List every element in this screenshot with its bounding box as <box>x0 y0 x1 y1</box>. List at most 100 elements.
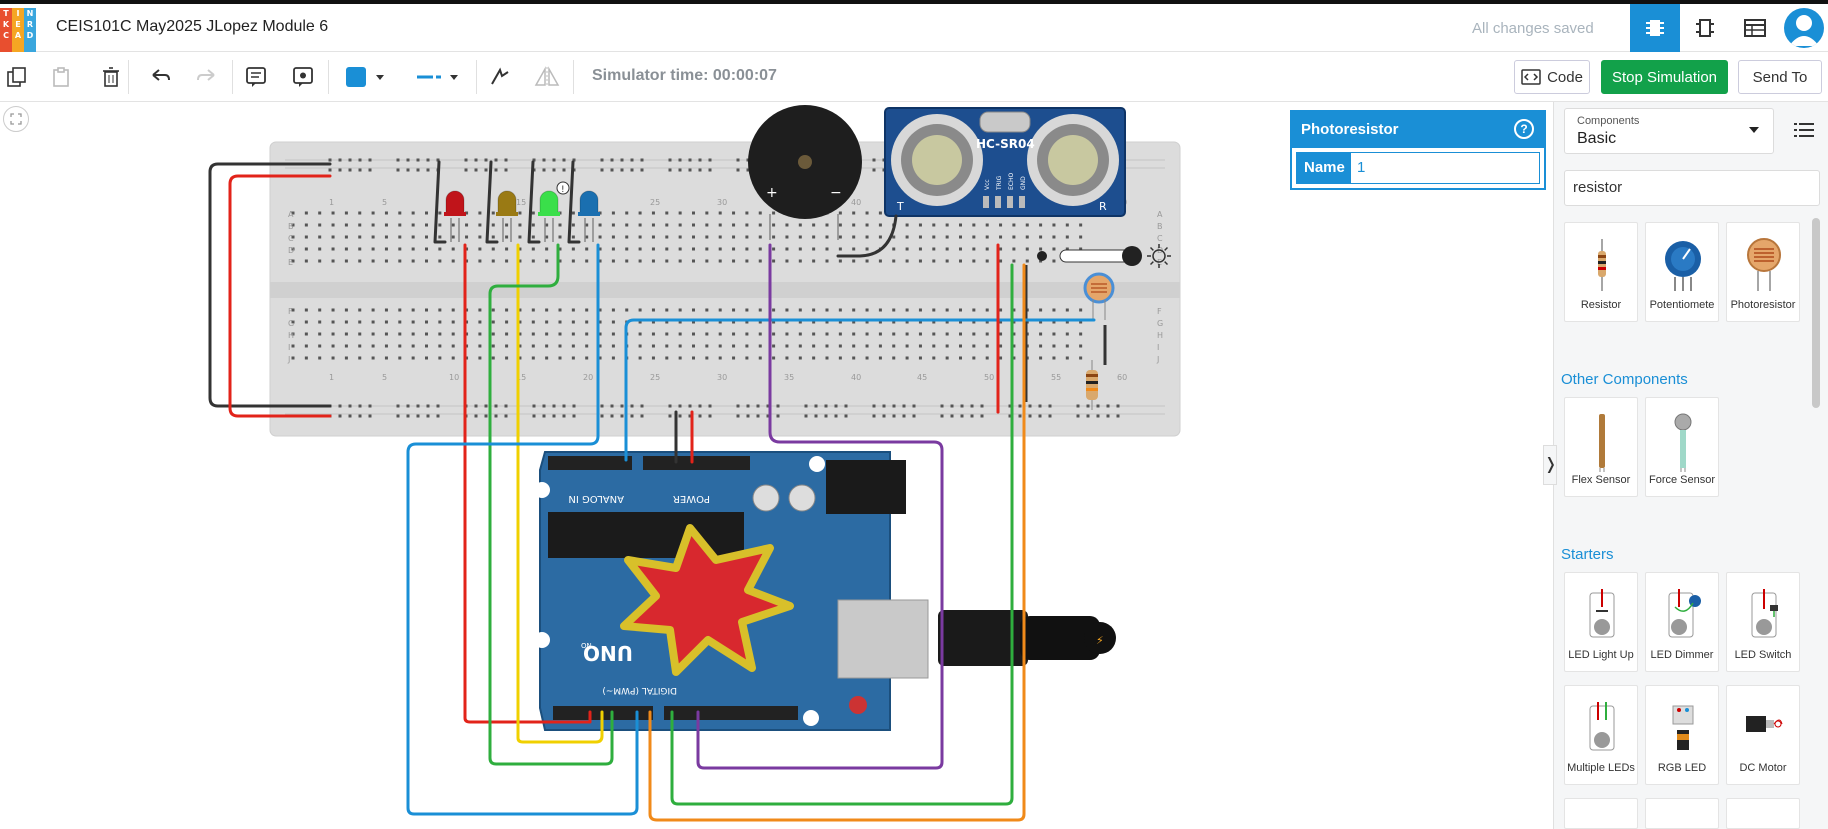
fit-view-icon <box>10 113 22 125</box>
led-light-up-icon <box>1589 589 1615 638</box>
column-number: 10 <box>449 373 459 382</box>
led-switch-icon <box>1751 589 1778 638</box>
table-icon <box>1744 19 1766 37</box>
column-number: 1 <box>329 198 334 207</box>
row-letter: H <box>288 331 294 340</box>
starter-tile-dc-motor[interactable]: DC Motor <box>1726 685 1800 785</box>
wire-style-picker[interactable] <box>404 60 470 94</box>
light-slider-start <box>1037 251 1047 261</box>
component-tile-flex-sensor[interactable]: Flex Sensor <box>1564 397 1638 497</box>
row-letter: A <box>1157 210 1163 219</box>
name-input[interactable]: 1 <box>1350 152 1540 184</box>
tile-label: Flex Sensor <box>1571 474 1631 486</box>
component-tile-force-sensor[interactable]: Force Sensor <box>1645 397 1719 497</box>
eye-note-icon <box>293 67 313 87</box>
fill-color-picker[interactable] <box>338 60 392 94</box>
note-icon <box>246 67 266 87</box>
starter-tile-multiple-leds[interactable]: Multiple LEDs <box>1564 685 1638 785</box>
category-value: Basic <box>1577 130 1617 147</box>
starter-tile-partial[interactable] <box>1726 798 1800 829</box>
starter-tile-led-dimmer[interactable]: LED Dimmer <box>1645 572 1719 672</box>
component-tile-potentiometer[interactable]: Potentiomete <box>1645 222 1719 322</box>
column-number: 15 <box>516 198 526 207</box>
column-number: 55 <box>1051 373 1061 382</box>
transducer-core <box>1048 135 1098 185</box>
component-tile-resistor[interactable]: Resistor <box>1564 222 1638 322</box>
delete-button[interactable] <box>94 60 128 94</box>
usb-port <box>837 599 929 679</box>
wire-orange-echo <box>648 263 1026 822</box>
logo-cell: D <box>24 30 36 41</box>
wire-red-rail <box>228 174 332 418</box>
wire-red-led <box>463 243 592 724</box>
starter-tile-partial[interactable] <box>1564 798 1638 829</box>
starter-tile-led-switch[interactable]: LED Switch <box>1726 572 1800 672</box>
component-list-button[interactable] <box>1730 4 1780 52</box>
column-number: 45 <box>917 373 927 382</box>
list-view-button[interactable] <box>1792 118 1816 142</box>
tile-label: Resistor <box>1580 299 1622 311</box>
notes-visibility-button[interactable] <box>286 60 320 94</box>
help-icon[interactable]: ? <box>1514 119 1534 139</box>
tile-label: RGB LED <box>1657 762 1707 774</box>
copy-button[interactable] <box>0 60 34 94</box>
column-number: 25 <box>650 198 660 207</box>
list-icon <box>1794 123 1814 137</box>
row-letter: J <box>1156 355 1159 364</box>
sensor-corner: T <box>896 200 904 213</box>
power-label: POWER <box>673 493 710 504</box>
save-status: All changes saved <box>1472 20 1594 37</box>
circuit-view-button[interactable] <box>1630 4 1680 52</box>
resistor-band <box>1086 381 1098 384</box>
power-header <box>643 456 750 470</box>
on-label: ON <box>581 642 592 650</box>
row-letter: E <box>288 258 293 267</box>
led-base <box>538 212 560 216</box>
other-components-heading: Other Components <box>1561 371 1688 388</box>
wire-led-ground <box>433 160 447 244</box>
component-tile-photoresistor[interactable]: Photoresistor <box>1726 222 1800 322</box>
led-info-icon <box>556 181 570 195</box>
tile-label: LED Dimmer <box>1650 649 1714 661</box>
flip-button[interactable] <box>530 60 564 94</box>
user-avatar[interactable] <box>1784 8 1824 48</box>
collapse-panel-button[interactable]: ❭ <box>1543 445 1557 485</box>
digital-header-high <box>664 706 798 720</box>
starter-tile-led-light-up[interactable]: LED Light Up <box>1564 572 1638 672</box>
column-number: 35 <box>784 373 794 382</box>
stop-simulation-label: Stop Simulation <box>1611 68 1718 86</box>
row-letter: B <box>1157 222 1163 231</box>
column-number: 60 <box>1117 373 1127 382</box>
column-number: 25 <box>650 373 660 382</box>
notes-button[interactable] <box>239 60 273 94</box>
code-button[interactable]: Code <box>1514 60 1590 94</box>
buzzer-plus: + <box>766 185 778 201</box>
sun-icon <box>1152 249 1166 263</box>
properties-header: Photoresistor ? <box>1292 112 1544 148</box>
starter-tile-rgb-led[interactable]: RGB LED <box>1645 685 1719 785</box>
column-number: 20 <box>583 373 593 382</box>
rotate-button[interactable] <box>482 60 516 94</box>
zoom-fit-button[interactable] <box>3 106 29 132</box>
undo-button[interactable] <box>143 60 177 94</box>
sensor-pin-label: ECHO <box>1008 173 1015 190</box>
redo-button[interactable] <box>190 60 224 94</box>
starter-tile-partial[interactable] <box>1645 798 1719 829</box>
photoresistor-trace <box>1091 283 1107 293</box>
schematic-icon <box>1696 19 1714 37</box>
component-category-dropdown[interactable]: Components Basic <box>1564 108 1774 154</box>
stop-simulation-button[interactable]: Stop Simulation <box>1601 60 1728 94</box>
component-search-input[interactable]: resistor <box>1564 170 1820 206</box>
digital-label: DIGITAL (PWM~) <box>602 685 677 695</box>
panel-scrollbar[interactable] <box>1812 218 1820 408</box>
photoresistor-icon <box>1747 238 1781 291</box>
rgb-led-icon <box>1672 705 1694 750</box>
circuit-canvas[interactable]: AABBCCDDEEFFGGHHIIJJ11551010151520202525… <box>0 102 1553 829</box>
schematic-view-button[interactable] <box>1680 4 1730 52</box>
project-title[interactable]: CEIS101C May2025 JLopez Module 6 <box>56 18 329 35</box>
sun-ray <box>1164 246 1169 251</box>
paste-button[interactable] <box>44 60 78 94</box>
send-to-button[interactable]: Send To <box>1738 60 1822 94</box>
